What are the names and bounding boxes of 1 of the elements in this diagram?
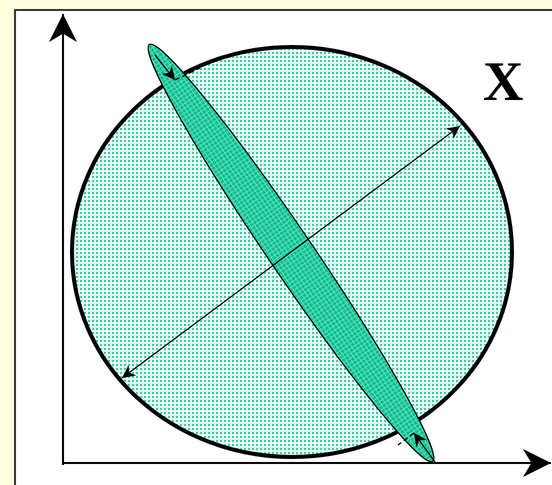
axis-label: X xyxy=(483,54,524,110)
